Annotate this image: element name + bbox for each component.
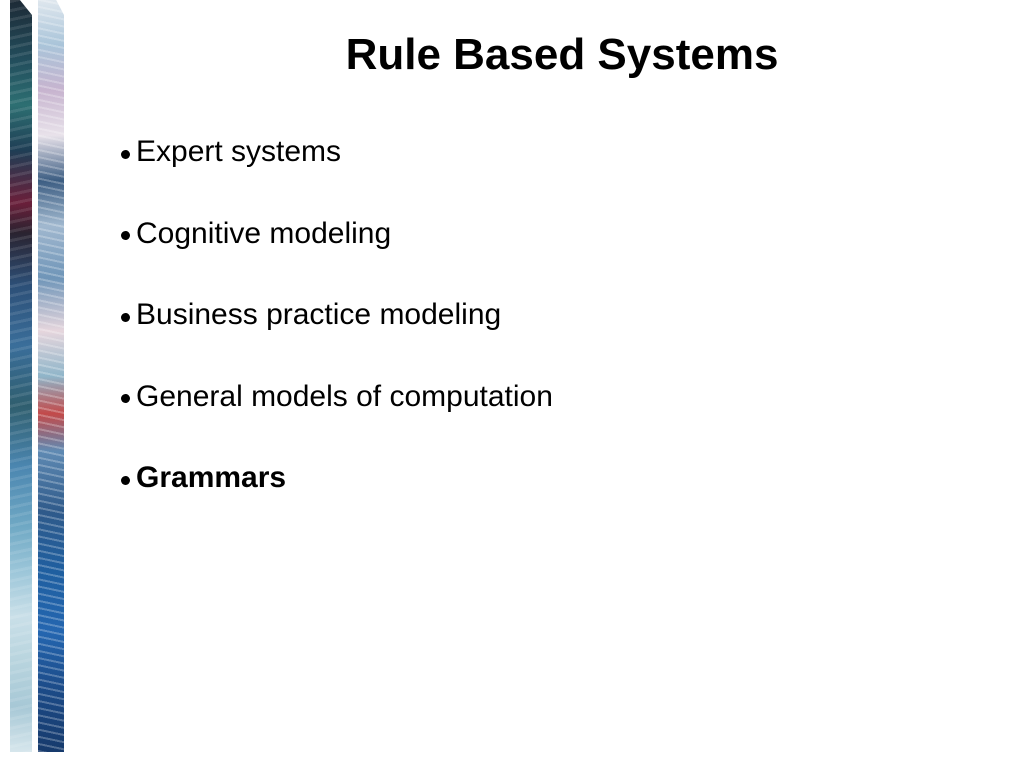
bullet-text: Business practice modeling bbox=[136, 298, 502, 331]
bullet-item: General models of computation bbox=[121, 377, 553, 417]
bullet-dot-icon bbox=[121, 475, 130, 485]
bullet-item: Grammars bbox=[121, 458, 553, 498]
bullet-text: Grammars bbox=[136, 461, 287, 494]
bullet-text: Expert systems bbox=[136, 135, 342, 168]
slide-title: Rule Based Systems bbox=[345, 30, 779, 79]
decorative-strip-left bbox=[10, 0, 32, 752]
bullet-dot-icon bbox=[121, 394, 130, 403]
bullet-item: Cognitive modeling bbox=[121, 214, 553, 254]
bullet-dot-icon bbox=[121, 149, 130, 159]
bullet-text: General models of computation bbox=[136, 379, 553, 413]
decorative-strip-right bbox=[38, 0, 64, 752]
bullet-item: Expert systems bbox=[121, 132, 553, 172]
bullet-dot-icon bbox=[121, 231, 130, 240]
bullet-dot-icon bbox=[121, 312, 130, 322]
bullet-text: Cognitive modeling bbox=[136, 216, 392, 250]
bullet-list: Expert systems Cognitive modeling Busine… bbox=[121, 132, 553, 540]
bullet-item: Business practice modeling bbox=[121, 295, 553, 335]
